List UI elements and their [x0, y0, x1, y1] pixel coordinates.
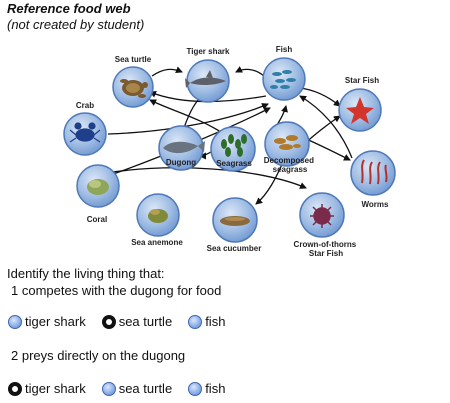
crab-icon: [69, 122, 101, 143]
q2-option-sea-turtle[interactable]: sea turtle: [101, 381, 173, 396]
question-1-text: 1 competes with the dugong for food: [11, 283, 222, 298]
node-crown-of-thorns: Crown-of-thorns Star Fish: [294, 192, 359, 258]
radio-button[interactable]: [188, 314, 203, 329]
page-subtitle: (not created by student): [7, 17, 145, 32]
node-coral: Coral: [76, 164, 120, 224]
node-dugong: Dugong: [158, 125, 205, 171]
organism-label: Sea cucumber: [207, 244, 262, 253]
node-worms: Worms: [350, 150, 396, 209]
organism-label: Coral: [87, 215, 107, 224]
organism-label: Sea turtle: [115, 55, 152, 64]
organism-label: Worms: [362, 200, 390, 209]
arrow-crab-to-fish: [107, 103, 269, 135]
sea-cucumber-icon: [220, 216, 250, 226]
organism-label: Sea anemone: [131, 238, 183, 247]
q1-option-fish[interactable]: fish: [188, 314, 225, 329]
option-label: fish: [205, 314, 226, 329]
radio-button[interactable]: [188, 381, 203, 396]
organism-label: Dugong: [166, 158, 196, 167]
radio-button-selected[interactable]: [101, 314, 116, 329]
organism-label: Decomposed seagrass: [264, 156, 316, 174]
organism-label: Seagrass: [216, 159, 252, 168]
arrow-fish-to-shark: [235, 66, 265, 77]
page-title: Reference food web: [7, 1, 131, 16]
food-web-diagram: Sea turtle Tiger shark Fish Star Fish: [63, 45, 396, 258]
organism-label: Crown-of-thorns Star Fish: [294, 240, 359, 258]
radio-button[interactable]: [101, 381, 116, 396]
node-sea-anemone: Sea anemone: [131, 193, 183, 247]
radio-button-selected[interactable]: [8, 381, 22, 396]
seagrass-icon: [221, 134, 247, 157]
fish-icon: [270, 70, 296, 89]
dugong-icon: [163, 141, 205, 154]
organism-label: Tiger shark: [187, 47, 231, 56]
node-seagrass: Seagrass: [210, 126, 256, 172]
node-tiger-shark: Tiger shark: [185, 47, 231, 103]
organism-label: Fish: [276, 45, 293, 54]
question-1-options: tiger shark sea turtle fish: [8, 314, 241, 329]
option-label: sea turtle: [118, 381, 173, 396]
organism-label: Crab: [76, 101, 94, 110]
sea-turtle-icon: [120, 79, 148, 98]
option-label: sea turtle: [118, 314, 173, 329]
crown-of-thorns-icon: [310, 204, 334, 228]
option-label: tiger shark: [25, 314, 86, 329]
arrow-seagrass-to-turtle: [149, 99, 225, 135]
question-prompt: Identify the living thing that:: [7, 266, 165, 281]
organism-label: Star Fish: [345, 76, 379, 85]
radio-button[interactable]: [8, 314, 22, 329]
q2-option-fish[interactable]: fish: [188, 381, 225, 396]
coral-icon: [87, 179, 109, 195]
question-2-text: 2 preys directly on the dugong: [11, 348, 186, 363]
option-label: tiger shark: [25, 381, 86, 396]
starfish-icon: [346, 97, 374, 124]
q1-option-sea-turtle[interactable]: sea turtle: [101, 314, 173, 329]
q2-option-tiger-shark[interactable]: tiger shark: [8, 381, 86, 396]
q1-option-tiger-shark[interactable]: tiger shark: [8, 314, 86, 329]
shark-icon: [185, 70, 226, 88]
arrow-coral-to-crownofthorns: [99, 167, 307, 189]
anemone-icon: [148, 209, 168, 223]
decomposed-seagrass-icon: [274, 135, 301, 150]
arrow-fish-to-starfish: [299, 87, 341, 107]
node-decomposed-seagrass: Decomposed seagrass: [264, 121, 316, 174]
node-sea-cucumber: Sea cucumber: [207, 197, 262, 253]
option-label: fish: [205, 381, 226, 396]
worms-icon: [361, 159, 388, 185]
node-fish: Fish: [262, 45, 306, 101]
arrow-turtle-to-shark: [151, 66, 183, 77]
node-crab: Crab: [63, 101, 107, 156]
node-star-fish: Star Fish: [338, 76, 382, 132]
arrow-worms-to-fish: [299, 95, 353, 159]
question-2-options: tiger shark sea turtle fish: [8, 381, 241, 396]
node-sea-turtle: Sea turtle: [112, 55, 154, 108]
